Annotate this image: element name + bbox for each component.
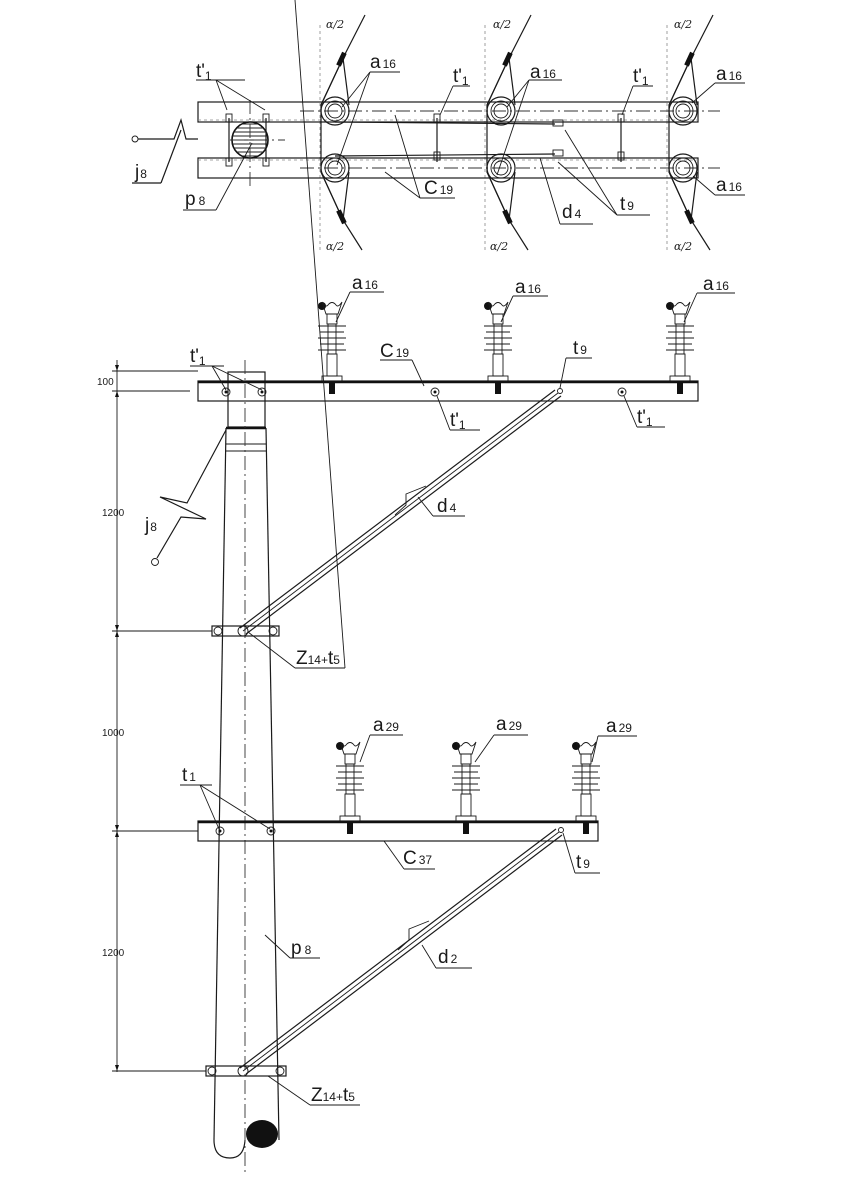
upper-crossarm bbox=[197, 380, 699, 402]
lower-brace bbox=[205, 827, 564, 1077]
label-t1-prime: t'1 bbox=[633, 66, 649, 88]
label-t1-prime: t'1 bbox=[637, 407, 653, 429]
lower-insulator-3 bbox=[572, 741, 600, 834]
upper-insulator-3 bbox=[666, 301, 694, 394]
label-z14-t5: Z14+t5 bbox=[311, 1085, 355, 1106]
label-j8: j8 bbox=[144, 515, 157, 536]
lower-insulator-2 bbox=[452, 741, 480, 834]
brace-plan bbox=[334, 119, 564, 157]
plan-view: α/2 α/2 α/2 α/2 α/2 α/2 t'1 t'1 t'1 a16 … bbox=[131, 14, 745, 253]
crossarm-channel-top bbox=[197, 101, 699, 123]
pole-section bbox=[230, 100, 285, 188]
dimension-label: 1200 bbox=[102, 948, 125, 959]
label-j8: j8 bbox=[134, 162, 147, 183]
upper-insulator-1 bbox=[318, 301, 346, 394]
through-bolts bbox=[225, 113, 625, 167]
dimension-label: 1000 bbox=[102, 728, 125, 739]
earthing-symbol-elevation bbox=[151, 429, 227, 566]
elevation-leaders bbox=[180, 0, 735, 1106]
angle-label: α/2 bbox=[493, 18, 511, 31]
lower-crossarm bbox=[197, 820, 599, 842]
angle-label: α/2 bbox=[490, 240, 508, 253]
angle-label: α/2 bbox=[674, 18, 692, 31]
elevation-view: 100 1200 1000 1200 a16 bbox=[97, 0, 735, 1175]
plan-leaders bbox=[183, 71, 745, 225]
pole bbox=[213, 360, 280, 1175]
label-t1-prime: t'1 bbox=[453, 66, 469, 88]
lower-insulator-1 bbox=[336, 741, 364, 834]
dimension-lines bbox=[112, 360, 212, 1072]
angle-label: α/2 bbox=[326, 240, 344, 253]
label-t1-prime: t'1 bbox=[190, 346, 206, 368]
label-z14-t5: Z14+t5 bbox=[296, 648, 340, 669]
label-t1-prime: t'1 bbox=[450, 410, 466, 432]
insulator-plan-left bbox=[320, 14, 366, 251]
dimension-label: 1200 bbox=[102, 508, 125, 519]
label-t1-prime: t'1 bbox=[196, 61, 212, 83]
insulator-plan-mid bbox=[486, 14, 532, 251]
insulator-plan-right bbox=[668, 14, 714, 251]
dimension-label: 100 bbox=[97, 377, 114, 388]
earthing-symbol-plan bbox=[131, 118, 198, 184]
upper-insulator-2 bbox=[484, 301, 512, 394]
angle-label: α/2 bbox=[326, 18, 344, 31]
angle-label: α/2 bbox=[674, 240, 692, 253]
